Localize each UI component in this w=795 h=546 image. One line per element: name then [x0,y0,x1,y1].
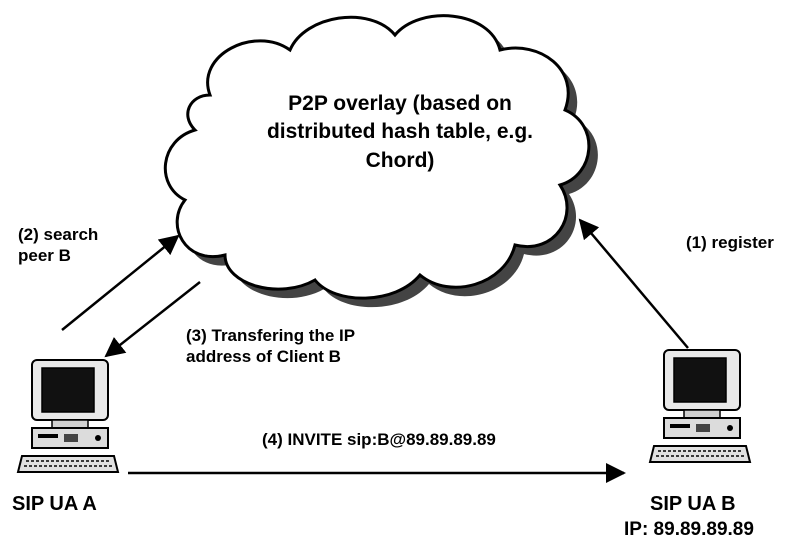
overlay-label: P2P overlay (based on distributed hash t… [266,92,534,172]
register-step-label: (1) register [686,233,774,252]
node-b-name: SIP UA B [650,493,736,515]
computer-icon [648,349,752,463]
transfer-arrow [104,281,201,358]
node-a-name: SIP UA A [12,493,97,515]
computer-icon [16,359,120,473]
transfer-step-label: (3) Transfering the IP address of Client… [186,326,356,367]
node-b-ip: IP: 89.89.89.89 [624,519,754,540]
cloud-icon [163,14,598,308]
search-arrow [61,234,180,331]
search-step-label: (2) search peer B [18,225,99,266]
invite-step-label: (4) INVITE sip:B@89.89.89.89 [262,430,496,449]
register-arrow [578,218,689,349]
